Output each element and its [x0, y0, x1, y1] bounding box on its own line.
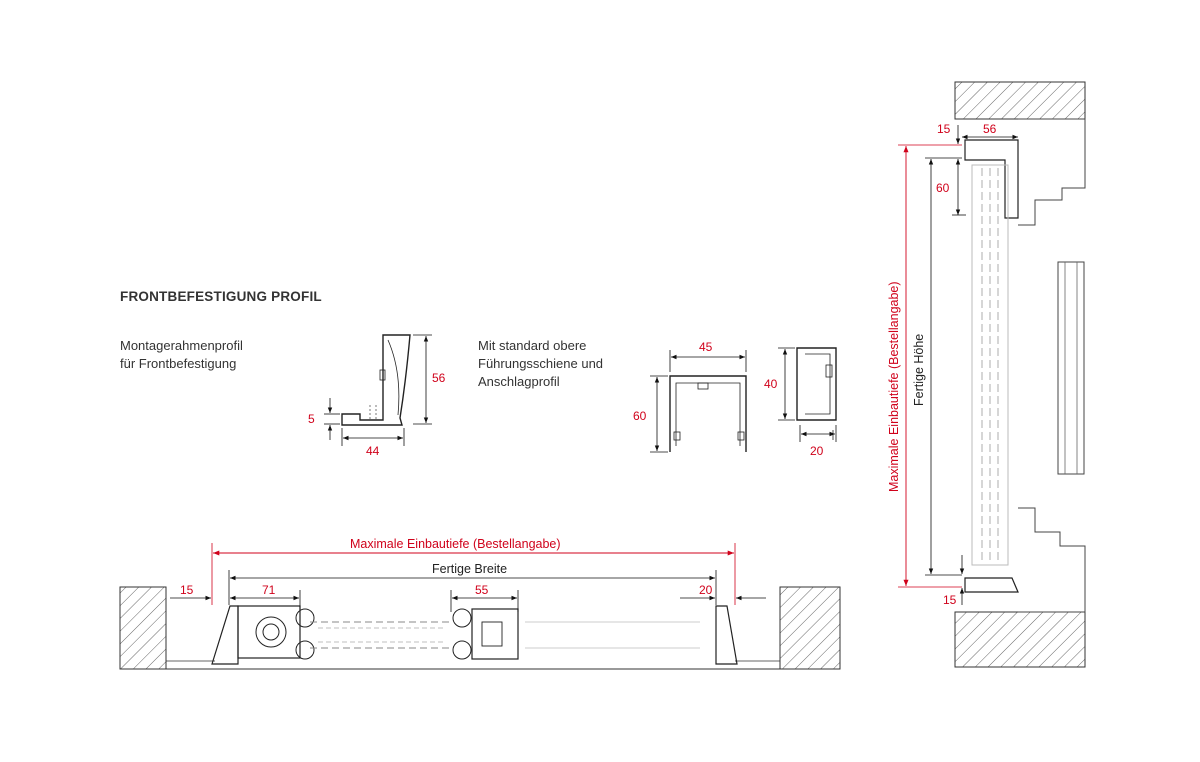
profile1-line2: für Frontbefestigung [120, 356, 237, 371]
profile2-rail-dimensions [650, 350, 747, 453]
dim-56-profile1: 56 [432, 371, 446, 385]
bottom-section-dimensions [170, 543, 766, 612]
profile1-line1: Montagerahmenprofil [120, 338, 243, 353]
profile2-line3: Anschlagprofil [478, 374, 560, 389]
profile2-rail-drawing [669, 375, 747, 452]
dim-15-side-top: 15 [937, 122, 951, 136]
profile2-stop-dimensions [778, 347, 837, 442]
dim-15-bottom: 15 [180, 583, 194, 597]
dim-44-profile1: 44 [366, 444, 380, 458]
side-section-dimensions [898, 125, 1018, 605]
profile2-stop-drawing [796, 347, 837, 440]
profile2-line1: Mit standard obere [478, 338, 587, 353]
dim-56-side: 56 [983, 122, 997, 136]
dim-45-profile2: 45 [699, 340, 713, 354]
side-finished-height-label: Fertige Höhe [912, 334, 926, 406]
profile1-description: Montagerahmenprofil für Frontbefestigung [120, 337, 243, 373]
profile2-line2: Führungsschiene und [478, 356, 604, 371]
dim-60-profile2: 60 [633, 409, 647, 423]
dim-5-profile1: 5 [308, 412, 315, 426]
side-max-depth-label: Maximale Einbautiefe (Bestellangabe) [887, 281, 901, 492]
bottom-section-drawing [119, 586, 841, 670]
profile2-description: Mit standard obere Führungsschiene und A… [478, 337, 603, 391]
profile1-drawing [341, 334, 411, 426]
dim-71-bottom: 71 [262, 583, 276, 597]
profile1-dimensions [324, 334, 432, 446]
dim-15-side-bottom: 15 [943, 593, 957, 607]
dim-20-profile2: 20 [810, 444, 824, 458]
dim-60-side: 60 [936, 181, 950, 195]
side-section-drawing [954, 81, 1086, 668]
section-title: FRONTBEFESTIGUNG PROFIL [120, 289, 322, 304]
bottom-max-depth-label: Maximale Einbautiefe (Bestellangabe) [350, 537, 561, 551]
bottom-finished-width-label: Fertige Breite [432, 562, 507, 576]
dim-20-bottom: 20 [699, 583, 713, 597]
dim-40-profile2: 40 [764, 377, 778, 391]
dim-55-bottom: 55 [475, 583, 489, 597]
